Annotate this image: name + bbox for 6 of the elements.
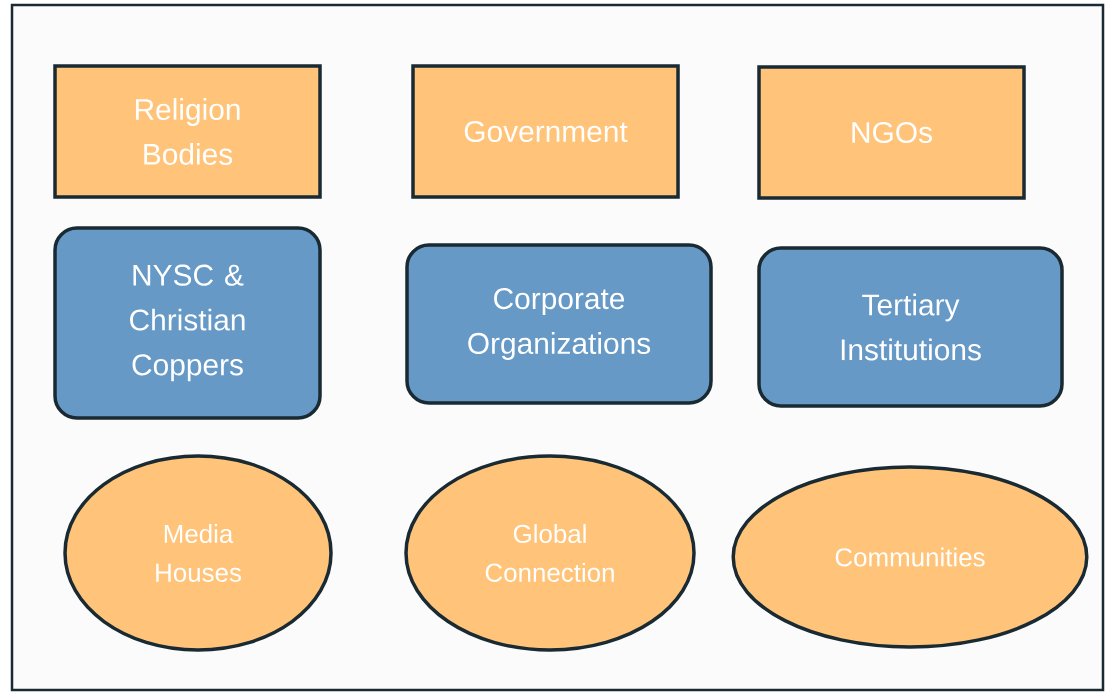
label-box: NGOs <box>757 65 1026 200</box>
label-box: Government <box>411 64 680 199</box>
rounded-box: NYSC & Christian Coppers <box>53 226 322 420</box>
label-box: Religion Bodies <box>53 64 322 199</box>
rounded-box: Tertiary Institutions <box>757 246 1064 408</box>
rounded-box: Corporate Organizations <box>405 243 713 405</box>
